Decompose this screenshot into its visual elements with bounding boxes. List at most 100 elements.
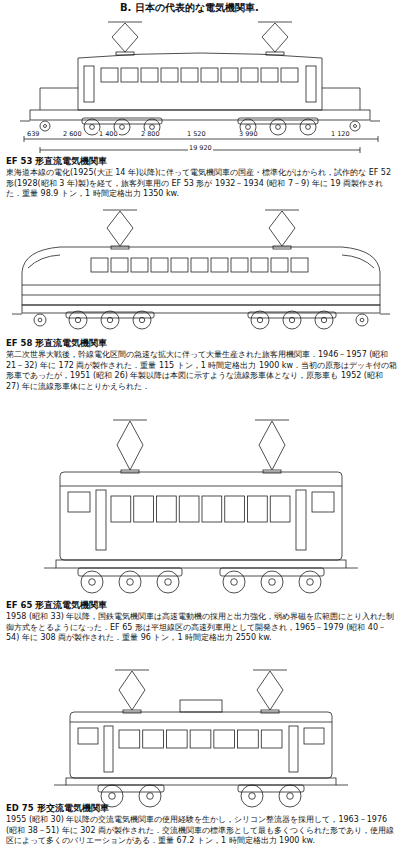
pantograph-base — [111, 246, 129, 249]
wheel — [133, 311, 151, 329]
side-window — [271, 258, 288, 272]
wheel-hub — [354, 125, 357, 128]
side-window — [134, 496, 154, 522]
pantograph-base — [121, 470, 139, 473]
side-window — [201, 68, 218, 82]
wheel-hub — [249, 793, 256, 800]
door — [104, 726, 113, 772]
side-window — [157, 496, 177, 522]
wheel — [157, 571, 179, 593]
page-heading: B. 日本の代表的な電気機関車. — [120, 1, 259, 14]
coupler — [44, 568, 358, 569]
model-description: 1955 (昭和 30) 年以降の交流電気機関車の使用経験を生かし，シリコン整流… — [6, 815, 398, 847]
side-window — [131, 258, 148, 272]
model-heading: ED 75 形交流電気機関車 — [6, 803, 396, 814]
wheel — [40, 121, 50, 131]
pantograph — [265, 210, 299, 246]
model-description: 1958 (昭和 33) 年以降，国鉄電気機関車は高速電動機の採用と出力強化，弱… — [6, 612, 398, 644]
wheel — [241, 785, 263, 807]
wheel-hub — [150, 125, 155, 130]
side-window — [151, 258, 168, 272]
side-window — [161, 68, 178, 82]
bogie-frame — [66, 312, 154, 318]
wheel-hub — [90, 125, 95, 130]
dimension-label: 639 — [26, 131, 40, 138]
wheel — [299, 571, 321, 593]
door — [84, 66, 94, 102]
wheel-hub — [109, 793, 116, 800]
wheel-hub — [276, 125, 281, 130]
pantograph-base — [261, 710, 279, 713]
side-window — [141, 68, 158, 82]
pantograph-base — [263, 470, 281, 473]
side-window — [143, 730, 164, 748]
wheel — [300, 119, 316, 135]
side-window — [231, 258, 248, 272]
body-stripe — [22, 285, 380, 295]
cab-window — [28, 255, 374, 268]
cab-window — [312, 492, 334, 512]
wheel — [251, 311, 269, 329]
pantograph — [115, 670, 149, 710]
wheel — [139, 785, 161, 807]
underframe — [30, 110, 370, 120]
side-window — [121, 68, 138, 82]
dimension-label: 1 400 — [98, 131, 119, 138]
wheel — [283, 311, 301, 329]
side-window — [171, 258, 188, 272]
side-window — [179, 496, 199, 522]
wheel-hub — [127, 579, 134, 586]
side-window — [111, 496, 131, 522]
bogie-frame — [78, 568, 182, 576]
side-window — [291, 258, 308, 272]
bogie-frame — [82, 118, 162, 124]
roof-equipment — [180, 700, 222, 712]
cab-window — [304, 728, 324, 744]
wheel-hub — [360, 318, 364, 322]
pantograph — [113, 420, 147, 470]
wheel — [350, 121, 360, 131]
coupler — [54, 785, 348, 786]
underframe — [66, 778, 336, 785]
car-body — [22, 247, 380, 305]
model-description: 東海道本線の電化(1925(大正 14 年)以降)に伴って電気機関車の国産・標準… — [6, 168, 398, 200]
wheel — [81, 571, 103, 593]
dimension-label: 1 520 — [186, 131, 207, 138]
side-window — [241, 68, 258, 82]
wheel — [223, 571, 245, 593]
side-window — [270, 496, 290, 522]
wheel — [279, 785, 301, 807]
bogie-frame — [220, 568, 324, 576]
wheel — [356, 314, 368, 326]
dimension-label: 3 990 — [238, 131, 259, 138]
side-window — [281, 68, 298, 82]
side-window — [261, 730, 282, 748]
bogie-frame — [248, 312, 336, 318]
side-window — [261, 68, 278, 82]
wheel-hub — [231, 579, 238, 586]
car-body — [78, 53, 322, 110]
underframe — [56, 560, 346, 568]
side-window — [248, 496, 268, 522]
pantograph-base — [123, 710, 141, 713]
dimension-label: 2 600 — [62, 131, 83, 138]
side-window — [202, 496, 222, 522]
wheel — [119, 571, 141, 593]
model-heading: EF 53 形直流電気機関車 — [6, 156, 396, 167]
wheel-hub — [287, 793, 294, 800]
model-heading: EF 58 形直流電気機関車 — [6, 338, 396, 349]
pantograph — [253, 670, 287, 710]
wheel — [315, 311, 333, 329]
door — [96, 490, 106, 550]
pantograph — [108, 22, 142, 52]
bogie-frame — [238, 118, 318, 124]
roof-line — [70, 722, 332, 723]
wheel-hub — [120, 125, 125, 130]
side-window — [101, 68, 118, 82]
wheel-hub — [89, 579, 96, 586]
side-window — [191, 258, 208, 272]
coupler — [20, 121, 380, 122]
side-window — [221, 68, 238, 82]
side-window — [211, 258, 228, 272]
